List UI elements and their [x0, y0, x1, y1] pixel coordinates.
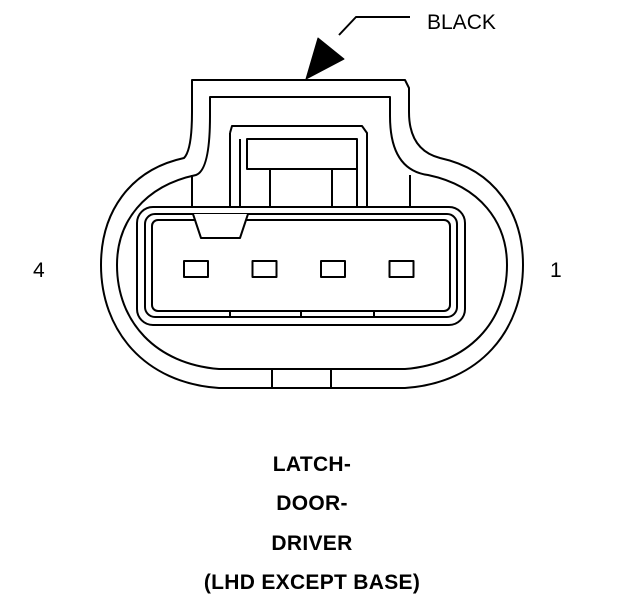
terminal-cavity — [251, 260, 278, 278]
terminal-cavity — [183, 260, 209, 278]
pin-4-label: 4 — [33, 259, 45, 282]
caption-line-3: DRIVER — [271, 532, 353, 555]
caption-line-2: DOOR- — [276, 492, 348, 515]
pin-1-label: 1 — [550, 259, 562, 282]
caption-line-4: (LHD EXCEPT BASE) — [203, 571, 421, 594]
terminal-cavity — [320, 260, 346, 278]
connector-body — [100, 79, 524, 389]
terminal-cavities — [183, 260, 415, 278]
color-callout-leader — [305, 16, 410, 80]
locking-latch — [229, 125, 368, 207]
color-label: BLACK — [427, 11, 496, 34]
terminal-housing — [136, 175, 466, 326]
terminal-cavity — [388, 260, 415, 278]
caption-line-1: LATCH- — [272, 453, 352, 476]
